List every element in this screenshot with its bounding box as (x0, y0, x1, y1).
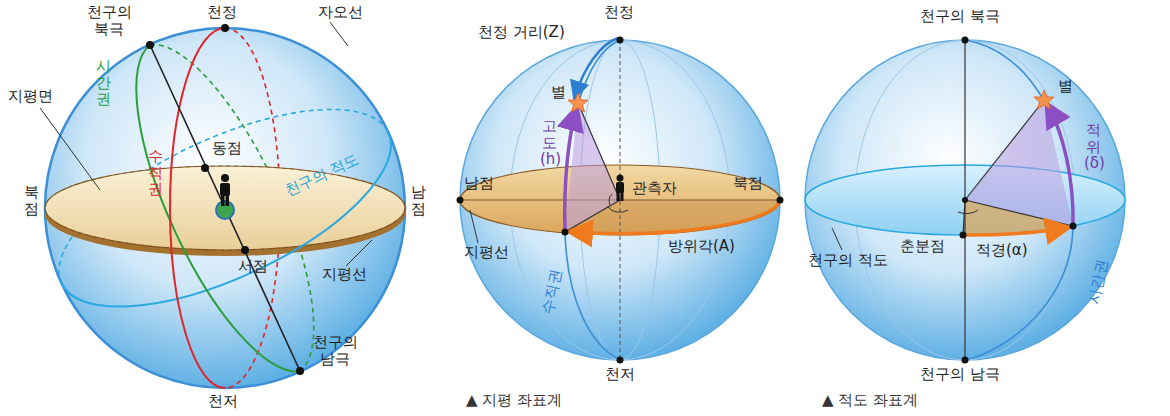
line-label: 천구의 적도 (808, 252, 888, 269)
star-label: 별 (551, 84, 566, 101)
point-label: 북점 (24, 184, 39, 217)
point-label: 천저 (208, 393, 238, 410)
angle-label: 고도(h) (540, 118, 560, 168)
circle-label: 수직권 (148, 148, 163, 198)
angle-label: 적경(α) (976, 242, 1028, 259)
observer-label: 관측자 (632, 180, 677, 197)
panel-equatorial-coords (805, 37, 1125, 364)
angle-label: 천정 거리(Z) (478, 24, 565, 41)
caption: ▲ 지평 좌표계 (466, 392, 562, 409)
point-label: 천저 (605, 366, 635, 383)
angle-label: 적위(δ) (1084, 122, 1104, 172)
panel-horizontal-coords (457, 37, 784, 364)
point-label: 천정 (207, 4, 237, 21)
point-label: 남점 (411, 184, 426, 217)
point-label: 서점 (238, 258, 268, 275)
circle-label: 자오선 (318, 4, 363, 21)
pole-label: 천구의 남극 (306, 334, 364, 369)
line-label: 지평선 (322, 266, 367, 283)
caption: ▲ 적도 좌표계 (822, 392, 918, 409)
pole-label: 천구의 북극 (80, 4, 138, 39)
pole-label: 천구의 북극 (920, 8, 1000, 25)
point-label: 동점 (212, 140, 242, 157)
point-label: 춘분점 (900, 238, 945, 255)
plane-label: 지평면 (8, 88, 53, 105)
star-label: 별 (1058, 78, 1073, 95)
circle-label: 시간권 (96, 58, 111, 108)
point-label: 남점 (464, 175, 494, 192)
point-label: 북점 (733, 175, 763, 192)
pole-label: 천구의 남극 (920, 366, 1000, 383)
point-label: 천정 (604, 4, 634, 21)
line-label: 지평선 (464, 244, 509, 261)
panel-celestial-sphere (40, 22, 405, 388)
angle-label: 방위각(A) (668, 238, 735, 255)
